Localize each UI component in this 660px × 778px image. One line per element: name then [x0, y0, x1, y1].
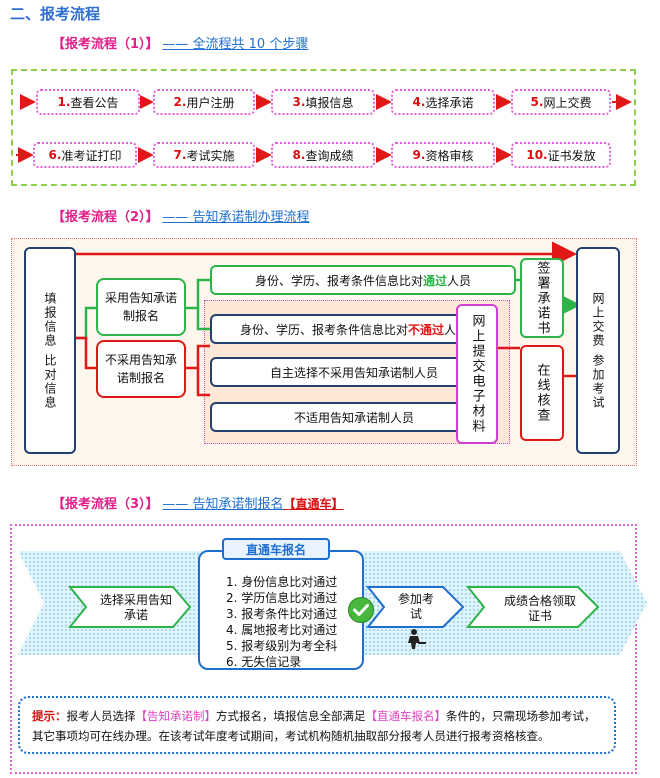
take-exam-label: 参加考试	[397, 592, 434, 621]
req-item: 5. 报考级别为考全科	[226, 639, 338, 653]
section3-frame	[10, 524, 637, 774]
section1-header: 【报考流程（1）】 —— 全流程共 10 个步骤	[52, 33, 308, 52]
section1-frame	[11, 69, 636, 186]
step-9: 9.资格审核	[391, 142, 495, 168]
section2-header: 【报考流程（2）】 —— 告知承诺制办理流程	[52, 206, 310, 225]
step-1: 1.查看公告	[36, 89, 140, 115]
req-item: 2. 学历信息比对通过	[226, 591, 338, 605]
step-3: 3.填报信息	[271, 89, 375, 115]
section1-arrows	[16, 94, 632, 163]
req-item: 3. 报考条件比对通过	[226, 607, 338, 621]
tip-label: 提示：	[32, 709, 67, 723]
compare-fail-row: 身份、学历、报考条件信息比对不通过人员	[210, 314, 498, 344]
check-icon	[348, 597, 374, 623]
section3-link[interactable]: —— 告知承诺制报名	[162, 497, 284, 512]
section1-link[interactable]: —— 全流程共 10 个步骤	[162, 37, 309, 52]
self-opt-out-row: 自主选择不采用告知承诺制人员	[210, 357, 498, 387]
express-title: 直通车报名	[222, 538, 330, 560]
section2-label: 【报考流程（2）】	[52, 210, 159, 225]
step-7: 7.考试实施	[153, 142, 255, 168]
step-8: 8.查询成绩	[271, 142, 375, 168]
pay-and-exam: 网上交费 参加考试	[576, 247, 620, 454]
adopt-commitment-option: 采用告知承诺制报名	[96, 278, 186, 336]
cert-chevron	[465, 586, 600, 628]
req-item: 1. 身份信息比对通过	[226, 575, 338, 589]
section2-connectors	[76, 241, 581, 397]
choose-commitment-label: 选择采用告知承诺	[99, 593, 172, 622]
req-item: 4. 属地报考比对通过	[226, 623, 338, 637]
tip-box: 提示：报考人员选择【告知承诺制】方式报名，填报信息全部满足【直通车报名】条件的，…	[18, 696, 616, 754]
section3-label: 【报考流程（3）】	[52, 497, 159, 512]
exam-chevron	[365, 586, 465, 628]
step-4: 4.选择承诺	[391, 89, 495, 115]
step-6: 6.准考证打印	[33, 142, 137, 168]
sign-commitment: 签署承诺书	[520, 258, 564, 338]
step-5: 5.网上交费	[511, 89, 611, 115]
req-item: 6. 无失信记录	[226, 655, 302, 669]
section3-header: 【报考流程（3）】 —— 告知承诺制报名【直通车】	[52, 493, 344, 512]
no-commitment-option: 不采用告知承诺制报名	[96, 340, 186, 398]
online-verification: 在线核查	[520, 345, 564, 441]
not-applicable-row: 不适用告知承诺制人员	[210, 402, 498, 432]
express-requirements-box: 1. 身份信息比对通过 2. 学历信息比对通过 3. 报考条件比对通过 4. 属…	[198, 550, 364, 670]
exam-person-icon	[408, 629, 426, 649]
fill-compare-info: 填报信息 比对信息	[24, 247, 76, 454]
certificate-label: 成绩合格领取证书	[503, 594, 576, 623]
section1-label: 【报考流程（1）】	[52, 37, 159, 52]
section3-link-em: 【直通车】	[283, 497, 344, 511]
page-title: 二、报考流程	[10, 5, 101, 23]
submit-materials: 网上提交电子材料	[456, 304, 498, 444]
step-2: 2.用户注册	[153, 89, 255, 115]
section2-link[interactable]: —— 告知承诺制办理流程	[162, 210, 310, 225]
step-10: 10.证书发放	[511, 142, 611, 168]
choose-chevron	[67, 586, 192, 628]
compare-pass-row: 身份、学历、报考条件信息比对通过人员	[210, 265, 516, 295]
